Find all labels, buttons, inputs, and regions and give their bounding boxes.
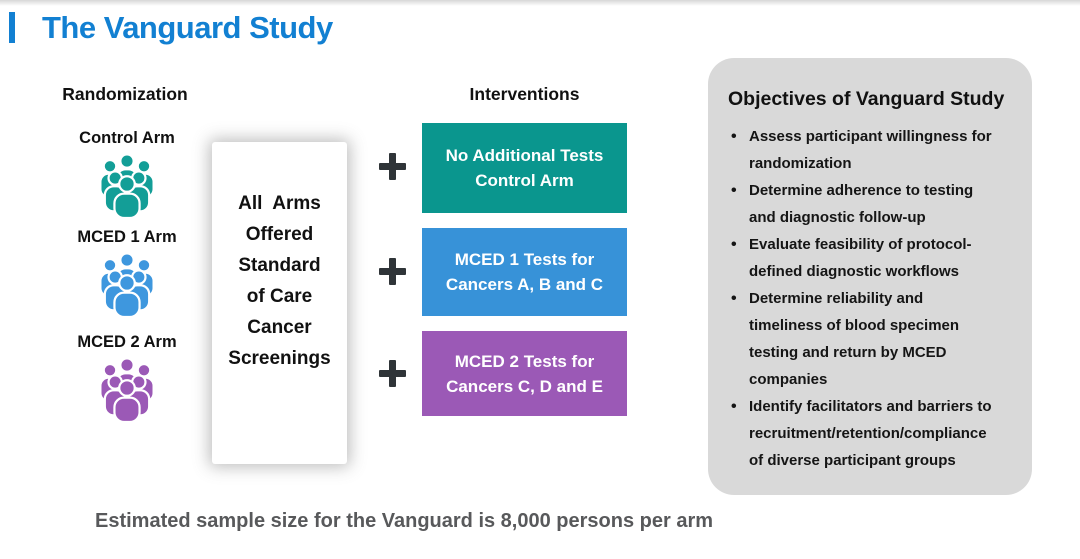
intervention-box-control: No Additional Tests Control Arm xyxy=(422,123,627,213)
plus-icon xyxy=(379,360,406,387)
objective-item: Assess participant willingness for rando… xyxy=(728,123,1016,177)
mced2-arm-label: MCED 2 Arm xyxy=(77,333,177,351)
standard-of-care-panel: All Arms Offered Standard of Care Cancer… xyxy=(212,142,347,464)
control-arm-label: Control Arm xyxy=(79,129,175,147)
people-group-icon xyxy=(90,354,164,422)
objectives-heading: Objectives of Vanguard Study xyxy=(728,88,1005,110)
objectives-list: Assess participant willingness for rando… xyxy=(728,123,1016,474)
objectives-card: Objectives of Vanguard Study Assess part… xyxy=(708,58,1032,495)
intervention-box-mced1: MCED 1 Tests for Cancers A, B and C xyxy=(422,228,627,316)
objective-item: Determine adherence to testing and diagn… xyxy=(728,177,1016,231)
objective-item: Evaluate feasibility of protocol- define… xyxy=(728,231,1016,285)
plus-icon xyxy=(379,258,406,285)
sample-size-note: Estimated sample size for the Vanguard i… xyxy=(95,510,714,532)
plus-icon xyxy=(379,153,406,180)
page-title: The Vanguard Study xyxy=(42,10,333,45)
people-group-icon xyxy=(90,150,164,218)
randomization-heading: Randomization xyxy=(62,84,188,104)
interventions-heading: Interventions xyxy=(469,84,580,104)
mced1-arm-label: MCED 1 Arm xyxy=(77,228,177,246)
objective-item: Determine reliability and timeliness of … xyxy=(728,285,1016,393)
intervention-box-mced2: MCED 2 Tests for Cancers C, D and E xyxy=(422,331,627,416)
title-accent-bar xyxy=(9,12,15,43)
people-group-icon xyxy=(90,249,164,317)
objective-item: Identify facilitators and barriers to re… xyxy=(728,393,1016,474)
top-edge-divider xyxy=(0,0,1080,6)
